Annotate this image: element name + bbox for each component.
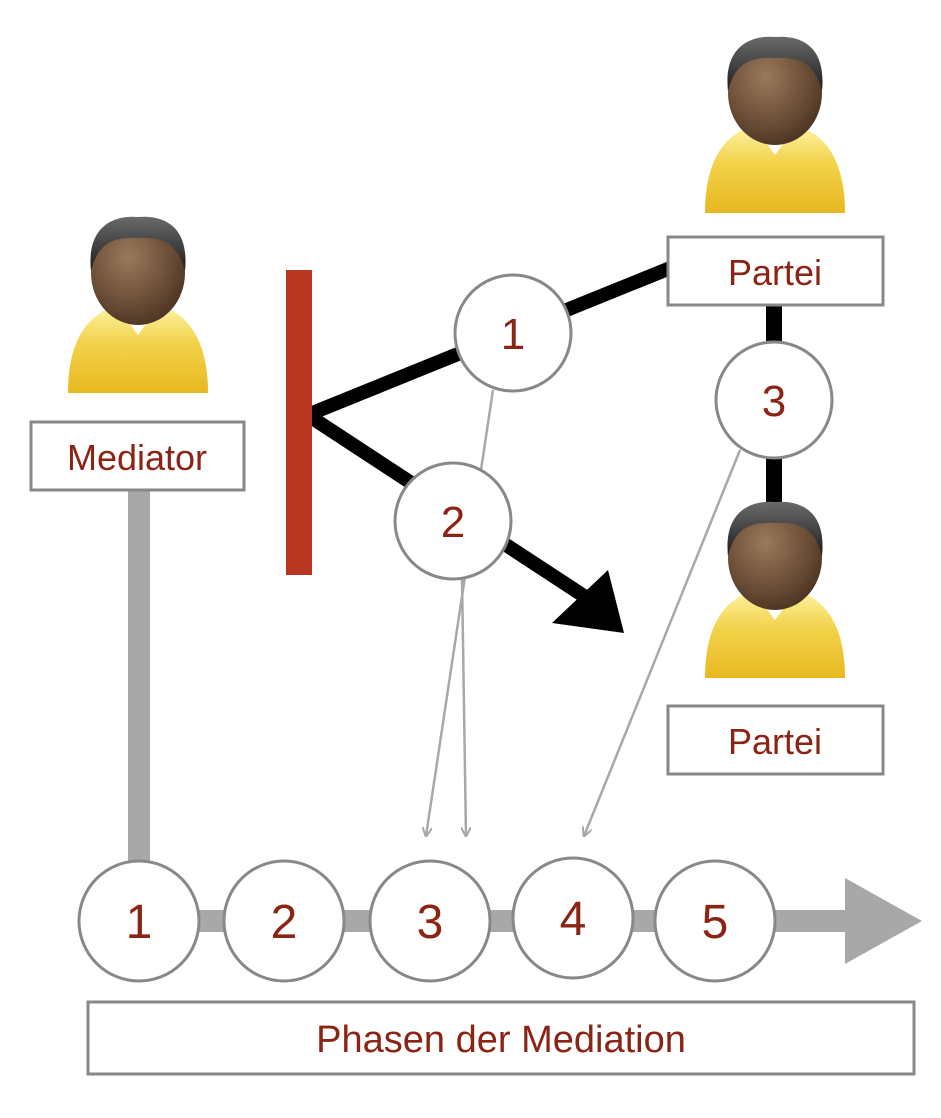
timeline-arrow-icon xyxy=(845,878,922,964)
phase-number-4: 4 xyxy=(560,893,587,946)
mediator-label-box xyxy=(29,420,246,492)
mediator-label: Mediator xyxy=(67,437,207,478)
phases-title: Phasen der Mediation xyxy=(316,1019,686,1061)
phase-number-3: 3 xyxy=(417,896,444,949)
phase-circle-5 xyxy=(653,859,777,983)
step-number-1: 1 xyxy=(501,310,525,359)
blocking-bar xyxy=(286,270,312,575)
step-number-3: 3 xyxy=(762,377,786,426)
party-bottom-person-icon xyxy=(705,501,845,678)
step-circle-3 xyxy=(714,340,834,460)
mediator-person-icon xyxy=(68,216,208,393)
step1-to-phase3-arrow xyxy=(426,389,495,836)
step-number-2: 2 xyxy=(441,498,465,547)
phase-number-2: 2 xyxy=(271,896,298,949)
phase-circle-1 xyxy=(77,859,201,983)
mediator-connector xyxy=(128,486,150,886)
step-circle-1 xyxy=(453,273,573,393)
phase-circle-4 xyxy=(511,856,635,980)
black-arrowhead-icon xyxy=(552,570,624,633)
party-top-label-box xyxy=(666,235,885,307)
phase-number-5: 5 xyxy=(702,896,729,949)
step3-to-phase4-arrow xyxy=(584,449,742,836)
phases-title-box xyxy=(86,1000,916,1076)
phase-circle-2 xyxy=(222,859,346,983)
party-top-label: Partei xyxy=(728,252,822,293)
party-bottom-label-box xyxy=(666,704,885,776)
step2-to-phase3-arrow xyxy=(460,577,466,836)
party-bottom-label: Partei xyxy=(728,721,822,762)
phase-circle-3 xyxy=(368,859,492,983)
phase-number-1: 1 xyxy=(126,896,153,949)
party-top-person-icon xyxy=(705,36,845,213)
step-circle-2 xyxy=(393,461,513,581)
